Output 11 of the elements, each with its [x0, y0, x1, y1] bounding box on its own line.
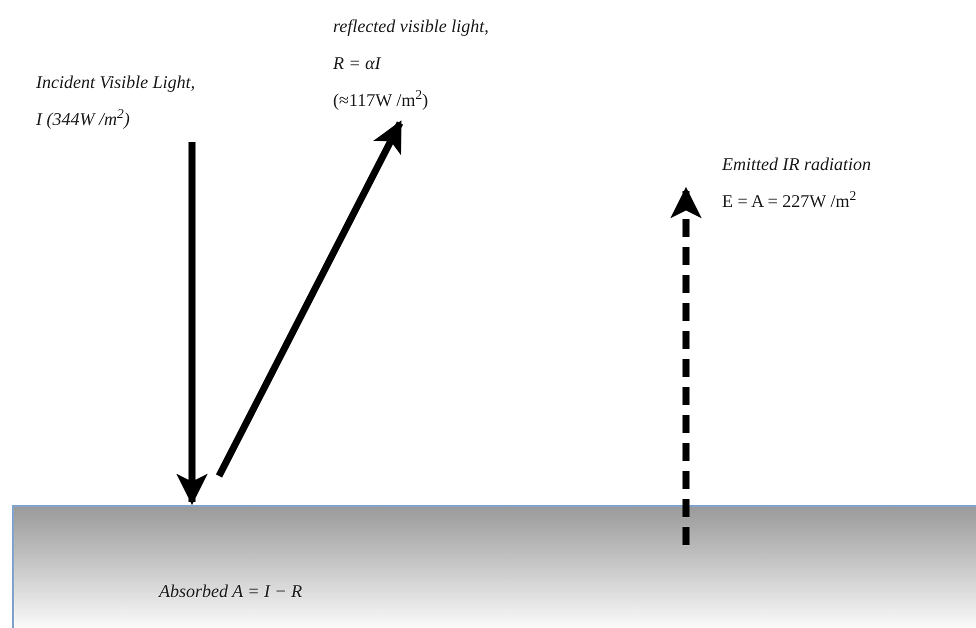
- radiation-label: E = A = 227W /m$^{2}$: [722, 187, 858, 213]
- radiation-label: Incident Visible Light,: [36, 71, 196, 94]
- radiation-label: Emitted IR radiation: [722, 153, 872, 176]
- radiation-label: R = αI: [333, 52, 382, 75]
- surface-label: Absorbed A = I − R: [159, 580, 302, 603]
- arrow: [176, 142, 208, 506]
- radiation-label: reflected visible light,: [333, 15, 490, 38]
- ground-surface: [12, 505, 976, 628]
- radiation-label: (≈117W /m$^{2}$): [333, 86, 430, 112]
- arrow: [670, 186, 702, 545]
- radiation-label: I (344W /m$^{2}$): [36, 105, 131, 131]
